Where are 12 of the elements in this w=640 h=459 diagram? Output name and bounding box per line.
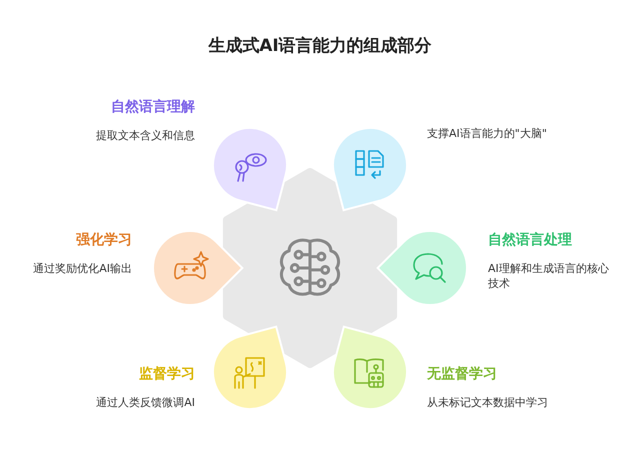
- section-heading: 无监督学习: [427, 365, 498, 383]
- diagram-title: 生成式AI语言能力的组成部分: [207, 35, 433, 57]
- description-text: 通过人类反馈微调AI: [95, 395, 195, 410]
- section-heading: 强化学习: [75, 231, 132, 249]
- section-heading: 自然语言处理: [488, 231, 573, 249]
- section-heading: 自然语言理解: [110, 98, 195, 116]
- description-text: 支撑AI语言能力的"大脑": [427, 126, 548, 141]
- description-text: 提取文本含义和信息: [95, 128, 195, 143]
- description-text: AI理解和生成语言的核心技术: [488, 261, 610, 291]
- section-heading: 监督学习: [138, 365, 195, 383]
- description-text: 从未标记文本数据中学习: [427, 395, 549, 410]
- description-text: 通过奖励优化AI输出: [32, 261, 132, 276]
